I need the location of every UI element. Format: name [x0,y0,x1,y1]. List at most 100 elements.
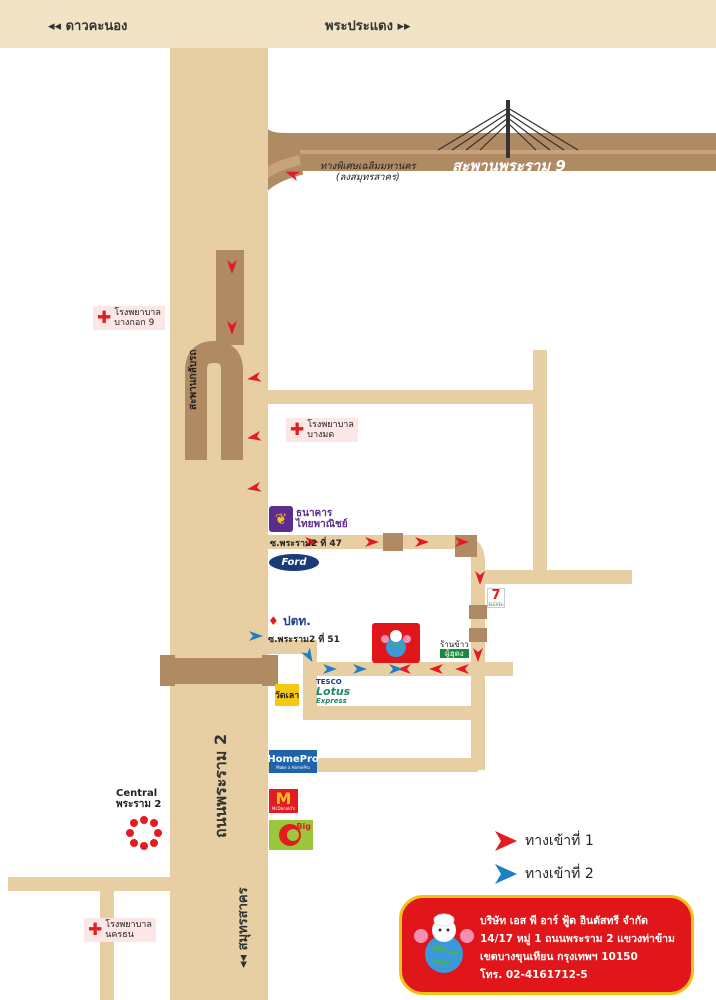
homepro-logo: HomePro Make a HomePro [267,750,319,773]
route2-arrow [301,647,313,663]
scb-label-line1: ธนาคาร [296,508,333,519]
scb-label-line2: ไทยพาณิชย์ [296,519,348,530]
samut-sakhon-name: สมุทรสาคร [236,887,251,951]
left-road-name: ดาวคะนอง [65,19,128,34]
soi51-v [303,640,317,720]
legend-entry-2: ทางเข้าที่ 2 [495,863,594,885]
right-road-name: พระประแดง [325,19,393,34]
scb-logo: ❦ [269,506,293,532]
red-cross-icon: ✚ [97,308,112,328]
lower-v-road [471,662,485,770]
hospital-nakornthon-line1: โรงพยาบาล [105,920,152,930]
bottom-right-road [268,758,478,772]
ptt-logo: ♦ ปตท. [268,612,311,631]
tesco-line2: Lotus [316,685,351,698]
route1-arrow [285,171,301,182]
uturn-label: สะพานกลับรถ [188,349,199,410]
central-line2: พระราม 2 [116,799,162,810]
route1-arrow [247,371,262,382]
mcdonalds-logo: M McDonald's [269,789,298,813]
temple-label: วัดเลา [275,684,299,706]
hospital-bangkok9: ✚ โรงพยาบาล บางกอก 9 [93,306,165,330]
right-h-road-2 [478,570,632,584]
ptt-label: ปตท. [282,614,311,628]
soi51-label: ซ.พระราม2 ที่ 51 [268,635,340,645]
rama9-bridge-label: สะพานพระราม 9 [452,157,566,175]
company-name: บริษัท เอส พี อาร์ ฟู้ด อินดัสทรี จำกัด [480,915,648,927]
tesco-line3: Express [316,697,347,705]
expressway-label-line2: (ลงสมุทรสาคร) [335,172,400,183]
cross-bridge [160,655,278,686]
hospital-nakornthon-line2: นครธน [105,930,134,940]
route1-arrow [227,321,237,335]
soi51-road [268,640,308,654]
rice-shop-label: ร้านข้าว ผู้ฮุดง [440,640,469,658]
central-logo [126,816,162,850]
hospital-bangkok9-line1: โรงพยาบาล [114,308,161,318]
hospital-bangkok9-line2: บางกอก 9 [114,318,155,328]
ford-logo: Ford [269,554,319,571]
left-road-label: ◂◂ ดาวคะนอง [48,15,127,36]
route1-arrow [415,537,429,547]
soi47-bridge-1 [383,533,403,551]
company-phone: โทร. 02-4161712-5 [480,969,588,981]
central-label: Central พระราม 2 [116,788,161,810]
route1-arrow [473,648,483,662]
hospital-nakornthon: ✚ โรงพยาบาล นครธน [84,918,156,942]
route1-arrow [455,664,469,674]
soi47-bridge-3 [469,605,487,619]
right-arrows: ▸▸ [397,19,411,34]
blue-arrow-icon [495,864,517,884]
right-road-label: พระประแดง ▸▸ [325,15,411,36]
legend-entry-1: ทางเข้าที่ 1 [495,830,594,852]
route2-arrow [389,664,403,674]
route1-arrow [227,260,237,274]
bridge-pylon [437,100,579,158]
hospital-bangmod: ✚ โรงพยาบาล บางมด [286,418,358,442]
route1-arrow [455,537,469,547]
soi47-label: ซ.พระราม2 ที่ 47 [270,539,342,549]
company-address-line2: เขตบางขุนเทียน กรุงเทพฯ 10150 [480,951,638,963]
big-c-logo: Big [269,820,313,850]
top-road [0,0,716,48]
route1-arrow [365,537,379,547]
seven-eleven-sub: ELEVEn [488,602,504,607]
big-c-icon [279,824,301,846]
rice-shop-line1: ร้านข้าว [440,640,469,649]
left-arrows: ◂◂ [48,19,62,34]
big-c-name: Big [296,822,311,831]
red-arrow-icon [495,831,517,851]
route1-arrow [305,537,319,547]
route2-arrow [353,664,367,674]
chef-globe-icon [381,630,411,657]
route1-arrow [397,664,411,674]
route1-arrow [247,430,262,441]
right-v-road [533,350,547,582]
rama2-road-label: ถนนพระราม 2 [211,733,230,838]
legend-entry-1-label: ทางเข้าที่ 1 [525,833,594,849]
company-address-line1: 14/17 หมู่ 1 ถนนพระราม 2 แขวงท่าข้าม [480,933,675,945]
company-logo-map [372,623,420,663]
expressway-label-line1: ทางพิเศษเฉลิมมหานคร [320,161,416,172]
uturn-flyover [185,340,243,460]
lower-h-road [303,706,471,720]
scb-label: ธนาคาร ไทยพาณิชย์ [296,508,348,530]
central-line1: Central [116,788,158,799]
route2-arrow [249,631,263,641]
company-logo [414,913,474,973]
ptt-flame-icon: ♦ [268,614,279,628]
seven-eleven-number: 7 [491,588,501,603]
tesco-line1: TESCO [316,678,342,686]
right-h-road [268,390,546,404]
expressway-label: ทางพิเศษเฉลิมมหานคร (ลงสมุทรสาคร) [320,161,416,183]
red-cross-icon: ✚ [290,420,305,440]
route1-arrow [429,664,443,674]
route1-arrow [247,481,262,492]
golden-arches-icon: M [275,789,292,808]
homepro-sub: Make a HomePro [276,764,310,770]
legend-entry-2-label: ทางเข้าที่ 2 [525,866,594,882]
tesco-lotus-logo: TESCO Lotus Express [316,678,350,705]
hospital-bangmod-line1: โรงพยาบาล [307,420,354,430]
rama2-main-road [170,48,268,1000]
